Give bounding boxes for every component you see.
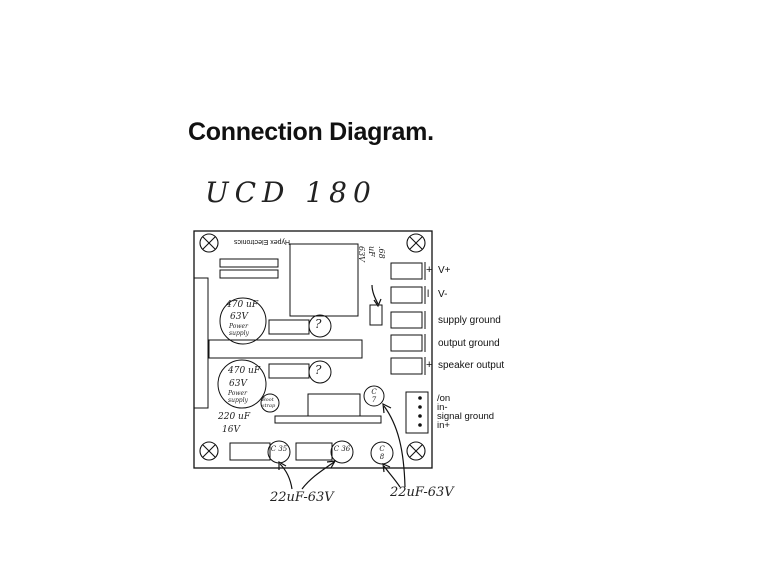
- mounting-hole-icon: [199, 441, 219, 461]
- c36-label: C 36: [333, 445, 351, 453]
- label-on: /on: [437, 393, 451, 404]
- lower-bar: [274, 415, 382, 424]
- cap-c36: [330, 440, 354, 464]
- inductor-block: [289, 243, 359, 317]
- mid-resistor-1: [268, 319, 310, 335]
- bottom-resistor-2: [295, 442, 333, 461]
- mounting-hole-icon: [406, 441, 426, 461]
- mounting-hole-icon: [406, 233, 426, 253]
- small-cap-top: [369, 304, 383, 326]
- mid-resistor-2: [268, 363, 310, 379]
- c35-label: C 35: [270, 445, 288, 453]
- left-heatsink: [193, 277, 209, 409]
- page-title: Connection Diagram.: [188, 118, 434, 146]
- minus-sign: l: [427, 289, 430, 300]
- c7-label: C 7: [371, 388, 377, 404]
- cap-left-top-note: Power supply: [229, 323, 249, 337]
- cap-left-top-voltage: 63V: [230, 312, 248, 322]
- mid-bar: [208, 339, 363, 359]
- cap-small-left-label: 220 uF: [218, 412, 251, 422]
- terminal-supply-ground: [390, 311, 423, 329]
- arrow-left-c35: [279, 463, 293, 490]
- board-brand: Hypex Electronics: [234, 238, 291, 245]
- terminal-vplus: [390, 262, 423, 280]
- label-signal-ground: signal ground: [437, 411, 495, 422]
- cap-left-bottom-note: Power supply: [228, 390, 248, 404]
- q1-label: ?: [315, 317, 322, 331]
- cap-bootstrap: [260, 393, 280, 413]
- cap-c7: [363, 385, 385, 407]
- cap-left-bottom: [217, 359, 267, 409]
- arrow-small-cap: [371, 284, 379, 305]
- signal-connector: [405, 391, 429, 434]
- bottom-resistor-1: [229, 442, 271, 461]
- bottom-left-note: 22uF-63V: [270, 490, 334, 505]
- label-output-ground: output ground: [438, 338, 500, 349]
- label-v-minus: V-: [438, 289, 448, 300]
- plus-sign: +: [426, 264, 433, 276]
- top-strip-1: [219, 258, 279, 268]
- label-speaker-output: speaker output: [438, 360, 505, 371]
- bottom-right-note: 22uF-63V: [390, 485, 454, 500]
- speaker-plus-sign: +: [426, 359, 433, 371]
- terminal-output-ground: [390, 334, 423, 352]
- cap-left-top-label: 470 uF: [226, 300, 259, 310]
- terminal-speaker-output: [390, 357, 423, 375]
- small-cap-top-label: .68 uF 63V: [357, 246, 386, 262]
- label-in-minus: in-: [437, 402, 448, 413]
- terminal-vminus: [390, 286, 423, 304]
- cap-left-top: [219, 297, 267, 345]
- cap-q1: [308, 314, 332, 338]
- cap-left-bottom-label: 470 uF: [228, 366, 261, 376]
- boot-strap-label: Boot strap: [262, 397, 276, 409]
- cap-q2: [308, 360, 332, 384]
- cap-left-bottom-voltage: 63V: [229, 379, 247, 389]
- arrow-left-c36: [301, 461, 335, 490]
- model-handwriting: UCD 180: [205, 176, 377, 209]
- arrow-right-c7: [383, 405, 406, 488]
- arrow-right-c8: [383, 465, 401, 488]
- c8-label: C 8: [379, 445, 385, 461]
- mounting-hole-icon: [199, 233, 219, 253]
- label-supply-ground: supply ground: [438, 315, 501, 326]
- label-in-plus: in+: [437, 420, 450, 431]
- cap-c8: [370, 441, 394, 465]
- top-strip-2: [219, 269, 279, 279]
- cap-small-left-voltage: 16V: [222, 425, 240, 435]
- label-v-plus: V+: [438, 265, 451, 276]
- q2-label: ?: [315, 363, 322, 377]
- lower-block: [307, 393, 361, 417]
